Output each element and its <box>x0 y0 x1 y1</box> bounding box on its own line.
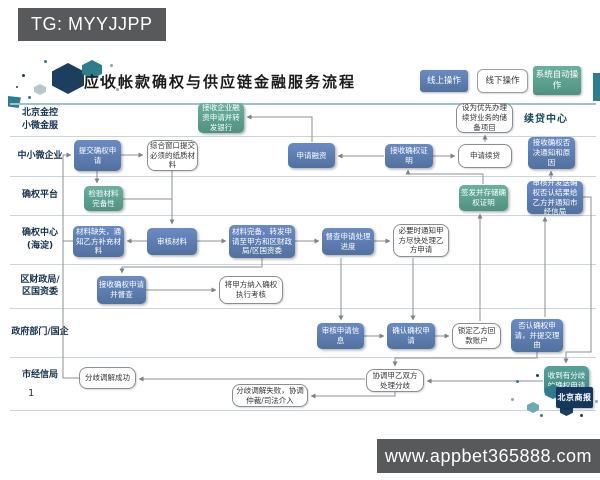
website-badge: www.appbet365888.com <box>377 439 600 473</box>
lane-separator <box>10 176 596 177</box>
renewal-center-label: 续贷中心 <box>524 114 568 125</box>
hexagon-decoration <box>82 60 102 79</box>
node-review-materials: 审核材料 <box>147 228 197 255</box>
node-lock-repayment-account: 锁定乙方回款账户 <box>452 323 501 349</box>
lane-separator <box>10 103 596 105</box>
dot-decoration <box>28 96 31 99</box>
dot-decoration <box>44 60 47 63</box>
node-supervise-progress: 督查申请处理进度 <box>322 228 374 255</box>
hexagon-decoration <box>52 63 84 94</box>
node-confirm-application: 确认确权申请 <box>387 323 435 349</box>
hexagon-decoration <box>34 84 46 95</box>
lane-label-center: 确权中心 (海淀) <box>21 228 58 251</box>
lane-label-finance: 区财政局/ 区国资委 <box>20 274 60 297</box>
dot-decoration <box>580 414 583 417</box>
node-mediation-success: 分歧调解成功 <box>79 367 136 389</box>
node-receive-financing-forward-bank: 接收企业融资申请并转发银行 <box>198 103 244 133</box>
node-mediation-failure-arbitration: 分歧调解失败，协调仲裁/司法介入 <box>232 384 308 407</box>
page-number: 1 <box>28 388 35 399</box>
lane-separator <box>10 264 596 265</box>
node-material-missing-notify: 材料缺失，通知乙方补充材料 <box>73 226 124 257</box>
lane-label-platform: 确权平台 <box>21 190 58 201</box>
node-notify-party-a-handle: 必要时通知甲方尽快处理乙方申请 <box>393 224 449 257</box>
node-receive-application-supervise: 接收确权申请并督查 <box>97 276 146 304</box>
node-include-execution-assessment: 将甲方纳入确权执行考核 <box>219 276 283 304</box>
node-coordinate-both-parties: 协调甲乙双方处理分歧 <box>366 369 424 392</box>
lane-label-sme: 中小微企业 <box>17 150 63 161</box>
lane-separator <box>10 308 596 309</box>
dot-decoration <box>22 74 25 77</box>
dot-decoration <box>540 414 543 417</box>
node-receive-denial-notice: 接收确权否决通知和原因 <box>528 137 575 169</box>
legend-online: 线上操作 <box>420 70 468 92</box>
lane-separator <box>10 410 596 411</box>
node-apply-financing: 申请融资 <box>288 143 335 168</box>
dot-decoration <box>511 398 514 401</box>
node-review-send-denial-result: 审核并发送确权否认结果给乙方并通知市经信局 <box>527 178 583 216</box>
telegram-badge: TG: MYYJJPP <box>18 8 166 41</box>
lane-separator <box>10 215 596 216</box>
lane-label-government: 政府部门/国企 <box>11 327 69 338</box>
dot-decoration <box>516 380 519 383</box>
legend-auto: 系统自动操作 <box>533 66 581 95</box>
dot-decoration <box>595 400 598 403</box>
dot-decoration <box>536 374 539 377</box>
lane-label-mbeit: 市经信局 <box>21 369 58 380</box>
node-deny-application-submit-reason: 否认确权申请，并提交理由 <box>511 319 563 352</box>
ribbon-decoration <box>8 96 21 108</box>
node-review-application-info: 审核申请信息 <box>317 323 364 349</box>
edge-accent-bar <box>593 73 600 101</box>
node-issue-store-certificate: 签发并存储确权证明 <box>459 185 508 211</box>
lane-label-bjfh: 北京金控 小微金服 <box>21 108 58 131</box>
lane-separator <box>10 357 596 358</box>
node-receive-confirmation-certificate: 接收确权证明 <box>385 144 433 168</box>
dot-decoration <box>100 78 103 81</box>
dot-decoration <box>16 86 18 88</box>
node-submit-confirmation-application: 提交确权申请 <box>74 140 121 171</box>
beijing-business-today-logo: 北京商报 <box>556 387 593 408</box>
hexagon-decoration <box>527 402 539 413</box>
legend-offline: 线下操作 <box>477 69 528 93</box>
page-title: 应收帐款确权与供应链金融服务流程 <box>84 73 357 91</box>
dot-decoration <box>116 88 119 91</box>
node-submit-paper-materials-window: 综合窗口提交必须的纸质材料 <box>147 140 198 171</box>
dot-decoration <box>110 64 113 67</box>
node-verify-material-completeness: 检验材料完备性 <box>84 186 123 211</box>
node-material-complete-forward: 材料完备，转发申请至甲方和区财政局/区国资委 <box>229 225 295 258</box>
node-set-priority-renewal-reserve: 设为优先办理续贷业务的储备项目 <box>456 103 513 133</box>
node-apply-renewal-loan: 申请续贷 <box>458 144 512 168</box>
lane-separator <box>10 136 596 137</box>
